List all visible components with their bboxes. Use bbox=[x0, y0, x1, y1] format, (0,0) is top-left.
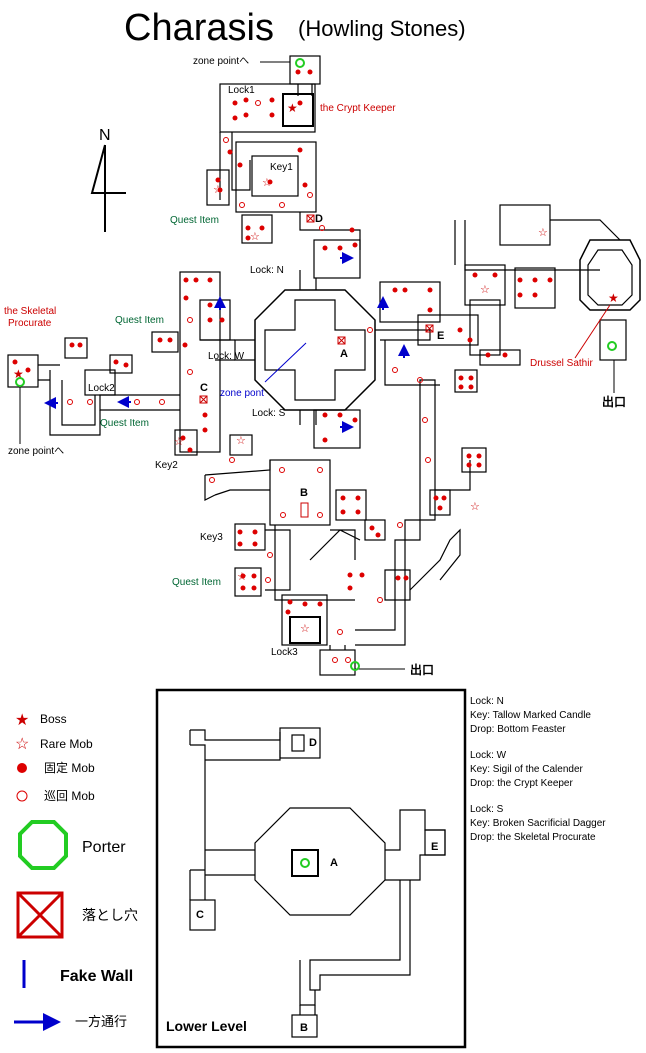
legend-boss-icon: ★ bbox=[15, 712, 29, 729]
exit-bottom-label: 出口 bbox=[410, 662, 434, 677]
crypt-keeper-label: the Crypt Keeper bbox=[320, 103, 396, 114]
note-drop: Drop: Bottom Feaster bbox=[470, 724, 566, 735]
rare-mob-markers: ☆ ☆ ☆ ☆ ☆ ☆ ☆ ☆ ☆ ☆ bbox=[174, 177, 548, 635]
note-key: Key: Sigil of the Calender bbox=[470, 764, 583, 775]
lock-w-label: Lock: W bbox=[208, 351, 245, 362]
lock-n-label: Lock: N bbox=[250, 265, 284, 276]
legend-roaming-mob-label: 巡回 Mob bbox=[44, 789, 95, 803]
svg-text:★: ★ bbox=[287, 101, 298, 115]
zone-label-e: E bbox=[437, 330, 444, 342]
legend-trapdoor-label: 落とし穴 bbox=[82, 907, 138, 923]
svg-text:☆: ☆ bbox=[174, 436, 184, 448]
zone-label-a: A bbox=[340, 348, 348, 360]
drussel-sathir-label: Drussel Sathir bbox=[530, 358, 593, 369]
legend-one-way-label: 一方通行 bbox=[75, 1014, 127, 1029]
legend-porter-icon bbox=[18, 820, 68, 870]
note-key: Key: Broken Sacrificial Dagger bbox=[470, 818, 606, 829]
note-lock: Lock: N bbox=[470, 696, 504, 707]
zone-point-left-label: zone pointへ bbox=[8, 446, 64, 457]
map-subtitle: (Howling Stones) bbox=[298, 16, 466, 41]
svg-text:★: ★ bbox=[13, 367, 24, 381]
zone-label-b: B bbox=[300, 487, 308, 499]
legend-trapdoor-icon bbox=[16, 891, 64, 939]
legend-boss-label: Boss bbox=[40, 712, 67, 726]
north-compass: N bbox=[90, 127, 126, 232]
lower-zone-d: D bbox=[309, 737, 317, 749]
svg-text:☆: ☆ bbox=[236, 435, 246, 447]
legend-rare-mob-icon: ☆ bbox=[15, 736, 29, 753]
zone-point-top-label: zone pointへ bbox=[193, 56, 249, 67]
legend: ★ Boss ☆ Rare Mob 固定 Mob 巡回 Mob Porter 落… bbox=[14, 712, 138, 1031]
lock3-label: Lock3 bbox=[271, 647, 298, 658]
zone-label-c: C bbox=[200, 382, 208, 394]
note-drop: Drop: the Crypt Keeper bbox=[470, 778, 573, 789]
lower-zone-b: B bbox=[300, 1022, 308, 1034]
zone-pont-label: zone pont bbox=[220, 388, 264, 399]
upper-level-map bbox=[7, 55, 641, 676]
svg-text:☆: ☆ bbox=[250, 231, 260, 243]
note-lock-n: Lock: N Key: Tallow Marked Candle Drop: … bbox=[470, 695, 642, 737]
svg-text:☆: ☆ bbox=[470, 501, 480, 513]
note-lock: Lock: S bbox=[470, 804, 504, 815]
lock-s-label: Lock: S bbox=[252, 408, 286, 419]
quest-item-label-2: Quest Item bbox=[115, 315, 164, 326]
boss-markers: ★ ★ ★ bbox=[13, 101, 619, 381]
roaming-mob-markers bbox=[67, 100, 431, 663]
fixed-mob-markers bbox=[12, 69, 553, 615]
key2-label: Key2 bbox=[155, 460, 178, 471]
porter-markers bbox=[15, 58, 617, 671]
note-key: Key: Tallow Marked Candle bbox=[470, 710, 591, 721]
legend-porter-label: Porter bbox=[82, 839, 126, 856]
note-lock-s: Lock: S Key: Broken Sacrificial Dagger D… bbox=[470, 803, 642, 845]
legend-fixed-mob-icon bbox=[17, 763, 27, 773]
lock2-label: Lock2 bbox=[88, 383, 115, 394]
svg-text:☆: ☆ bbox=[480, 284, 490, 296]
key1-label: Key1 bbox=[270, 162, 293, 173]
legend-rare-mob-label: Rare Mob bbox=[40, 737, 93, 751]
lower-level-title: Lower Level bbox=[166, 1018, 247, 1034]
lower-zone-c: C bbox=[196, 909, 204, 921]
lower-zone-a: A bbox=[330, 857, 338, 869]
svg-text:☆: ☆ bbox=[538, 227, 548, 239]
skeletal-procurate-label-2: Procurate bbox=[8, 318, 52, 329]
quest-item-label-4: Quest Item bbox=[172, 577, 221, 588]
legend-fixed-mob-label: 固定 Mob bbox=[44, 760, 95, 775]
lock1-label: Lock1 bbox=[228, 85, 255, 96]
quest-item-label-1: Quest Item bbox=[170, 215, 219, 226]
exit-right-label: 出口 bbox=[602, 394, 626, 409]
one-way-arrows bbox=[44, 252, 410, 433]
lock-key-notes: Lock: N Key: Tallow Marked Candle Drop: … bbox=[470, 695, 642, 857]
note-lock-w: Lock: W Key: Sigil of the Calender Drop:… bbox=[470, 749, 642, 791]
key3-label: Key3 bbox=[200, 532, 223, 543]
lower-zone-e: E bbox=[431, 841, 438, 853]
north-letter: N bbox=[99, 127, 111, 144]
svg-text:☆: ☆ bbox=[262, 177, 272, 189]
quest-item-label-3: Quest Item bbox=[100, 418, 149, 429]
map-title: Charasis bbox=[124, 7, 274, 49]
legend-roaming-mob-icon bbox=[16, 790, 28, 802]
skeletal-procurate-label-1: the Skeletal bbox=[4, 306, 56, 317]
svg-text:★: ★ bbox=[608, 291, 619, 305]
lower-level-map: D A C E B Lower Level bbox=[155, 688, 467, 1049]
note-lock: Lock: W bbox=[470, 750, 507, 761]
trapdoor-markers bbox=[199, 214, 434, 518]
svg-text:☆: ☆ bbox=[300, 623, 310, 635]
zone-label-d: D bbox=[315, 213, 323, 225]
note-drop: Drop: the Skeletal Procurate bbox=[470, 832, 596, 843]
legend-fake-wall-label: Fake Wall bbox=[60, 968, 133, 985]
